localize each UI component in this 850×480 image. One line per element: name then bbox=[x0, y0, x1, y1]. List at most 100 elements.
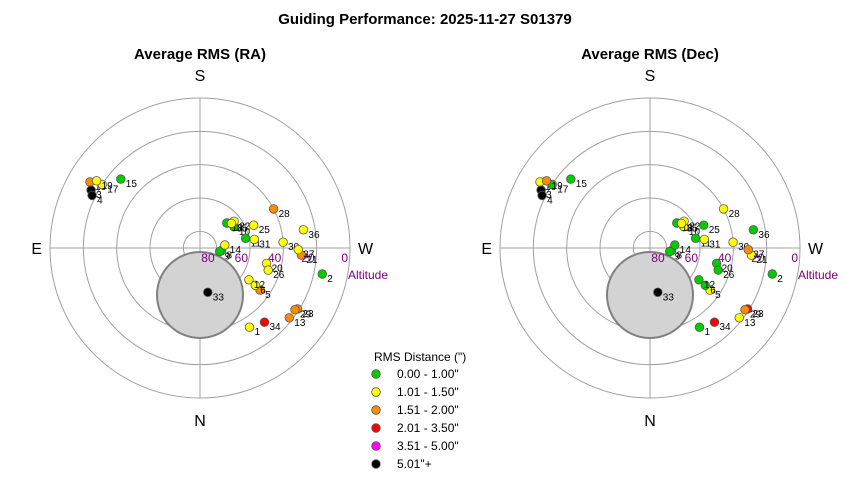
dec-point-37 bbox=[743, 244, 754, 255]
ra-point-label-36: 36 bbox=[308, 230, 320, 241]
ra-altitude-axis-label: Altitude bbox=[348, 268, 388, 282]
dec-direction-east: E bbox=[481, 241, 492, 258]
dec-point-label-35: 35 bbox=[687, 223, 699, 234]
dec-point-label-6: 6 bbox=[710, 285, 716, 296]
legend-swatch-1 bbox=[371, 387, 381, 397]
legend-label-4: 3.51 - 5.00" bbox=[397, 439, 459, 453]
dec-point-label-14: 14 bbox=[680, 245, 692, 256]
dec-altitude-tick-60: 60 bbox=[685, 251, 699, 265]
ra-point-label-5: 5 bbox=[265, 290, 271, 301]
ra-point-12 bbox=[244, 275, 254, 285]
dec-point-28 bbox=[718, 204, 729, 214]
dec-point-33 bbox=[653, 287, 663, 298]
legend-label-0: 0.00 - 1.00" bbox=[397, 367, 459, 381]
ra-point-label-10: 10 bbox=[239, 227, 251, 238]
ra-point-label-6: 6 bbox=[260, 285, 266, 296]
ra-point-label-12: 12 bbox=[254, 280, 266, 291]
ra-point-33 bbox=[203, 287, 213, 298]
dec-point-label-22: 22 bbox=[689, 221, 701, 232]
ra-point-label-8: 8 bbox=[227, 251, 233, 262]
legend-title: RMS Distance (") bbox=[374, 350, 466, 364]
dec-altitude-ring-20 bbox=[532, 130, 768, 366]
dec-point-label-21: 21 bbox=[756, 255, 768, 266]
ra-point-label-31: 31 bbox=[259, 239, 271, 250]
dec-point-label-37: 37 bbox=[753, 250, 765, 261]
dec-zenith-blind-disc bbox=[606, 251, 694, 339]
dec-point-2 bbox=[767, 269, 778, 279]
ra-point-9 bbox=[214, 246, 225, 257]
ra-point-label-21: 21 bbox=[306, 255, 318, 266]
ra-point-label-25: 25 bbox=[259, 225, 271, 236]
dec-point-26 bbox=[713, 265, 723, 275]
ra-direction-east: E bbox=[31, 241, 42, 258]
dec-point-11 bbox=[690, 233, 701, 244]
ra-point-label-15: 15 bbox=[126, 179, 138, 190]
ra-point-11 bbox=[240, 233, 251, 244]
dec-point-31 bbox=[699, 234, 710, 245]
ra-point-label-35: 35 bbox=[237, 223, 249, 234]
dec-point-label-12: 12 bbox=[704, 280, 716, 291]
dec-point-29 bbox=[740, 305, 750, 315]
dec-point-12 bbox=[694, 275, 704, 285]
ra-point-14 bbox=[220, 240, 230, 250]
ra-point-label-2: 2 bbox=[327, 274, 333, 285]
legend-label-2: 1.51 - 2.00" bbox=[397, 403, 459, 417]
ra-point-label-9: 9 bbox=[225, 252, 231, 263]
dec-point-19 bbox=[541, 176, 552, 186]
legend-swatch-2 bbox=[371, 405, 381, 415]
dec-point-4 bbox=[537, 190, 547, 201]
dec-point-label-8: 8 bbox=[677, 251, 683, 262]
ra-point-label-28: 28 bbox=[279, 209, 291, 220]
legend-swatch-4 bbox=[371, 441, 381, 451]
ra-point-28 bbox=[268, 204, 279, 214]
ra-point-label-17: 17 bbox=[107, 185, 119, 196]
dec-point-15 bbox=[566, 174, 576, 184]
dec-point-34 bbox=[709, 317, 720, 327]
ra-point-30 bbox=[278, 237, 288, 247]
ra-direction-north: N bbox=[194, 413, 206, 430]
ra-point-15 bbox=[116, 174, 126, 184]
dec-point-label-11: 11 bbox=[701, 238, 712, 249]
dec-point-label-28: 28 bbox=[729, 209, 741, 220]
rms-legend: RMS Distance (") 0.00 - 1.00" 1.01 - 1.50… bbox=[371, 350, 466, 471]
dec-point-30 bbox=[728, 237, 738, 247]
legend-swatch-3 bbox=[371, 423, 381, 433]
dec-point-label-31: 31 bbox=[709, 239, 721, 250]
dec-point-36 bbox=[748, 225, 759, 235]
ra-point-6 bbox=[250, 280, 261, 291]
dec-point-label-29: 29 bbox=[750, 310, 762, 321]
ra-point-35 bbox=[226, 218, 237, 229]
ra-point-label-14: 14 bbox=[230, 245, 242, 256]
dec-altitude-axis-label: Altitude bbox=[798, 268, 838, 282]
dec-point-label-10: 10 bbox=[689, 227, 701, 238]
ra-point-label-29: 29 bbox=[300, 310, 312, 321]
dec-point-9 bbox=[665, 246, 675, 257]
dec-altitude-tick-40: 40 bbox=[718, 251, 732, 265]
ra-altitude-tick-0: 0 bbox=[341, 251, 348, 265]
ra-point-label-34: 34 bbox=[270, 322, 282, 333]
ra-point-31 bbox=[249, 234, 260, 245]
dec-point-6 bbox=[700, 280, 711, 291]
dec-point-label-15: 15 bbox=[576, 179, 588, 190]
ra-altitude-ring-20 bbox=[82, 130, 318, 366]
ra-direction-west: W bbox=[358, 241, 374, 258]
ra-altitude-tick-80: 80 bbox=[201, 251, 215, 265]
ra-horizon-ring bbox=[49, 97, 351, 399]
dec-point-label-26: 26 bbox=[723, 270, 735, 281]
dec-point-label-9: 9 bbox=[675, 252, 681, 263]
dec-chart-title: Average RMS (Dec) bbox=[581, 46, 719, 63]
dec-altitude-tick-0: 0 bbox=[791, 251, 798, 265]
dec-point-label-13: 13 bbox=[744, 318, 756, 329]
dec-point-25 bbox=[699, 220, 709, 230]
dec-horizon-ring bbox=[499, 97, 801, 399]
ra-point-36 bbox=[298, 225, 309, 235]
ra-point-label-11: 11 bbox=[251, 238, 262, 249]
dec-point-14 bbox=[670, 240, 680, 250]
ra-point-label-26: 26 bbox=[273, 270, 285, 281]
dec-point-label-20: 20 bbox=[722, 263, 734, 274]
legend-label-1: 1.01 - 1.50" bbox=[397, 385, 459, 399]
ra-point-1 bbox=[244, 322, 255, 332]
ra-point-label-4: 4 bbox=[97, 195, 103, 206]
